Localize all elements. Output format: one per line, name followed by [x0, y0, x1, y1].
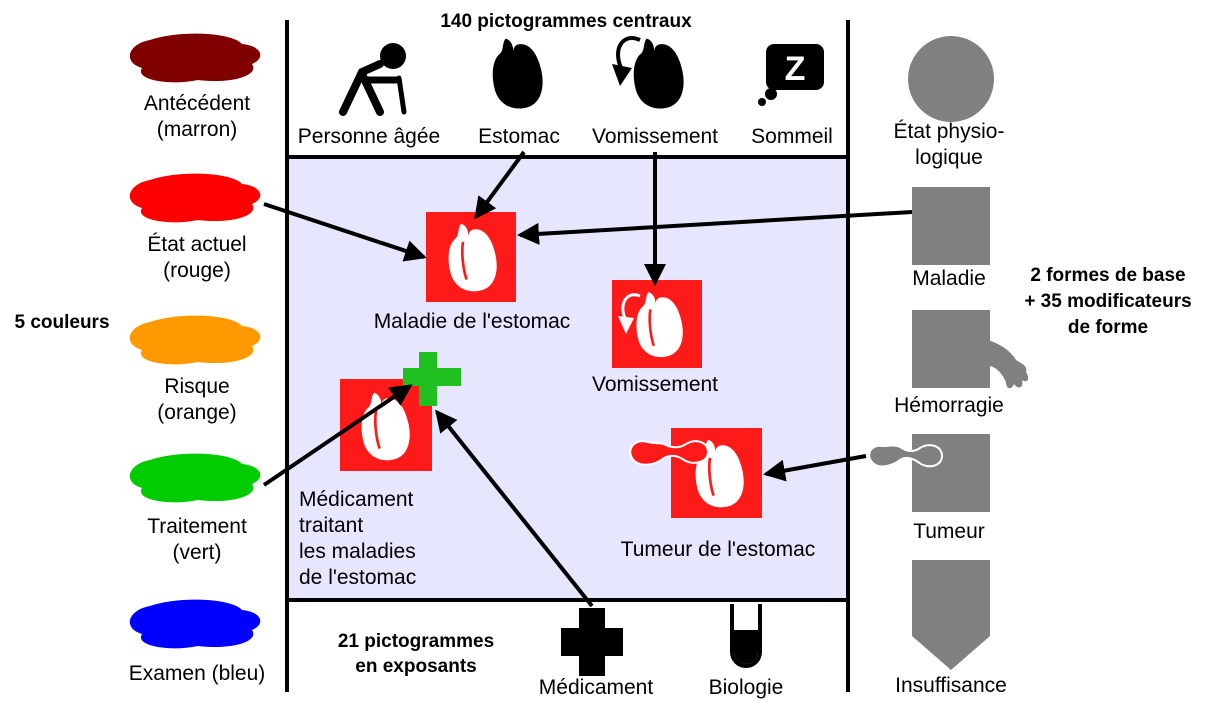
color-label-antecedent-sub: (marron)	[157, 118, 238, 141]
top-label-sommeil: Sommeil	[751, 125, 833, 148]
color-label-traitement-sub: (vert)	[173, 541, 222, 564]
medical-cross-icon	[561, 608, 623, 676]
arrow-tumeur-shape	[763, 454, 867, 482]
shape-label-etat-2: logique	[915, 146, 983, 169]
color-label-risque-sub: (orange)	[157, 401, 236, 424]
insufficiency-shape-icon	[912, 560, 990, 670]
center-label-medicament-3: les maladies	[299, 540, 416, 563]
arrow-maladie-shape	[517, 210, 913, 245]
top-label-estomac: Estomac	[478, 125, 560, 148]
arrow-vert-to-medicament	[262, 384, 413, 487]
color-label-etat-actuel: État actuel	[147, 233, 246, 256]
central-panel	[287, 157, 848, 600]
elderly-person-icon	[339, 43, 407, 116]
circle-shape-icon	[908, 36, 994, 122]
vomiting-icon	[612, 36, 684, 109]
center-label-tumeur: Tumeur de l'estomac	[621, 538, 816, 561]
tumeur-estomac-icon	[629, 428, 762, 518]
shape-label-maladie: Maladie	[912, 267, 986, 290]
shape-label-insuffisance: Insuffisance	[895, 674, 1007, 697]
shapes-title-2: + 35 modificateurs	[1024, 291, 1191, 312]
tumor-shape-icon	[868, 434, 990, 512]
hemorrhage-shape-icon	[912, 310, 1029, 389]
shapes-title-1: 2 formes de base	[1030, 265, 1185, 286]
color-swatch-examen	[129, 599, 261, 649]
shape-label-tumeur: Tumeur	[913, 520, 985, 543]
bottom-title-1: 21 pictogrammes	[338, 631, 494, 652]
center-label-maladie: Maladie de l'estomac	[374, 310, 571, 333]
maladie-estomac-icon	[426, 212, 516, 302]
connector-arrows	[262, 150, 913, 608]
shapes-title-3: de forme	[1068, 317, 1148, 338]
arrow-estomac-to-maladie	[474, 150, 526, 220]
top-title: 140 pictogrammes centraux	[440, 11, 692, 32]
center-label-medicament-4: de l'estomac	[299, 566, 416, 589]
arrow-cross-to-medicament	[435, 409, 594, 608]
stomach-icon	[492, 38, 543, 109]
svg-text:Z: Z	[785, 50, 806, 88]
color-label-traitement: Traitement	[147, 515, 247, 538]
vomissement-combined-icon	[612, 280, 702, 368]
colors-title: 5 couleurs	[14, 312, 109, 333]
color-label-etat-actuel-sub: (rouge)	[163, 259, 231, 282]
top-label-personne: Personne âgée	[298, 125, 440, 148]
center-label-medicament-1: Médicament	[299, 488, 414, 511]
top-label-vomissement: Vomissement	[592, 125, 718, 148]
shape-label-etat-1: État physio-	[894, 120, 1005, 143]
arrow-rouge-to-maladie	[263, 202, 427, 262]
bottom-label-medicament: Médicament	[539, 676, 654, 699]
color-swatch-traitement	[129, 453, 261, 503]
shape-label-hemorragie: Hémorragie	[894, 394, 1004, 417]
test-tube-icon	[730, 604, 762, 668]
color-label-antecedent: Antécédent	[144, 92, 250, 115]
color-swatch-risque	[129, 315, 261, 365]
sleep-icon: Z	[758, 44, 824, 106]
color-swatch-antecedent	[129, 33, 261, 83]
center-label-medicament-2: traitant	[299, 514, 363, 537]
color-label-risque: Risque	[164, 375, 229, 398]
bottom-label-biologie: Biologie	[709, 676, 784, 699]
square-shape-icon	[912, 187, 990, 265]
color-label-examen: Examen (bleu)	[129, 662, 266, 685]
center-label-vomissement: Vomissement	[592, 373, 718, 396]
color-swatch-etat-actuel	[129, 173, 261, 223]
bottom-title-2: en exposants	[355, 656, 476, 677]
